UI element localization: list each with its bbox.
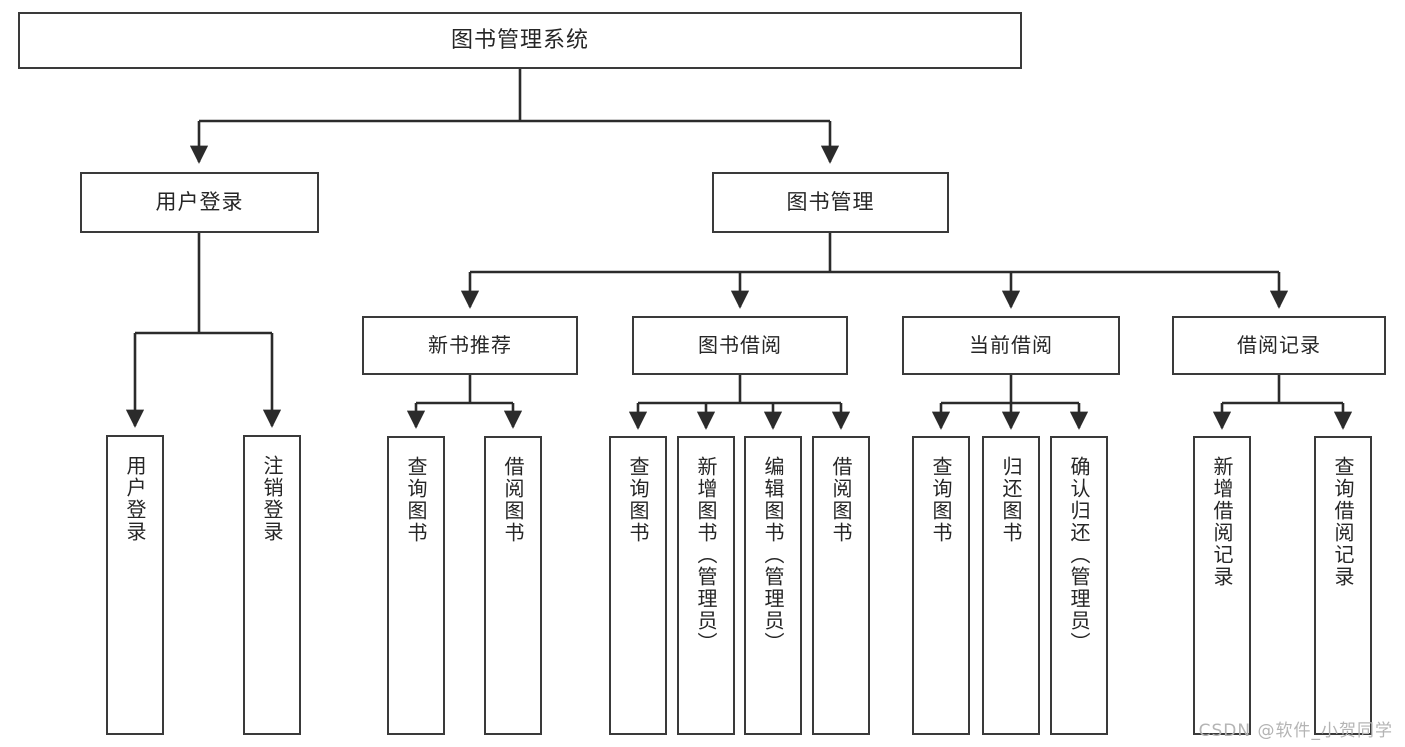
node-label: 借阅图书 — [501, 456, 525, 544]
leaf-borrow-record-add-record[interactable]: 新增借阅记录 — [1193, 436, 1251, 735]
leaf-user-login-login[interactable]: 用户登录 — [106, 435, 164, 735]
node-label: 借阅记录 — [1237, 333, 1321, 357]
node-label: 借阅图书 — [829, 456, 853, 544]
leaf-book-borrow-borrow-book[interactable]: 借阅图书 — [812, 436, 870, 735]
leaf-book-borrow-query-book[interactable]: 查询图书 — [609, 436, 667, 735]
node-label: 新增图书（管理员） — [694, 456, 718, 654]
leaf-book-borrow-add-book-admin[interactable]: 新增图书（管理员） — [677, 436, 735, 735]
leaf-current-borrow-confirm-return-admin[interactable]: 确认归还（管理员） — [1050, 436, 1108, 735]
node-book-management[interactable]: 图书管理 — [712, 172, 949, 233]
node-label: 新增借阅记录 — [1210, 456, 1234, 588]
leaf-borrow-record-query-record[interactable]: 查询借阅记录 — [1314, 436, 1372, 735]
node-book-borrow[interactable]: 图书借阅 — [632, 316, 848, 375]
leaf-user-login-logout[interactable]: 注销登录 — [243, 435, 301, 735]
node-label: 查询图书 — [404, 456, 428, 544]
node-label: 用户登录 — [123, 455, 147, 543]
csdn-watermark: CSDN @软件_小贺同学 — [1198, 721, 1393, 741]
node-label: 查询借阅记录 — [1331, 456, 1355, 588]
leaf-book-borrow-edit-book-admin[interactable]: 编辑图书（管理员） — [744, 436, 802, 735]
node-label: 新书推荐 — [428, 333, 512, 357]
node-label: 当前借阅 — [969, 333, 1053, 357]
leaf-new-book-query-book[interactable]: 查询图书 — [387, 436, 445, 735]
node-label: 归还图书 — [999, 456, 1023, 544]
node-label: 查询图书 — [626, 456, 650, 544]
node-root-book-management-system[interactable]: 图书管理系统 — [18, 12, 1022, 69]
node-label: 注销登录 — [260, 455, 284, 543]
node-label: 图书借阅 — [698, 333, 782, 357]
node-label: 图书管理 — [786, 190, 875, 215]
node-label: 查询图书 — [929, 456, 953, 544]
node-label: 确认归还（管理员） — [1067, 456, 1091, 654]
node-current-borrow[interactable]: 当前借阅 — [902, 316, 1120, 375]
leaf-new-book-borrow-book[interactable]: 借阅图书 — [484, 436, 542, 735]
node-new-book-recommend[interactable]: 新书推荐 — [362, 316, 578, 375]
node-borrow-record[interactable]: 借阅记录 — [1172, 316, 1386, 375]
leaf-current-borrow-query-book[interactable]: 查询图书 — [912, 436, 970, 735]
node-user-login[interactable]: 用户登录 — [80, 172, 319, 233]
leaf-current-borrow-return-book[interactable]: 归还图书 — [982, 436, 1040, 735]
node-label: 用户登录 — [155, 190, 244, 215]
node-label: 编辑图书（管理员） — [761, 456, 785, 654]
node-label: 图书管理系统 — [450, 27, 589, 53]
